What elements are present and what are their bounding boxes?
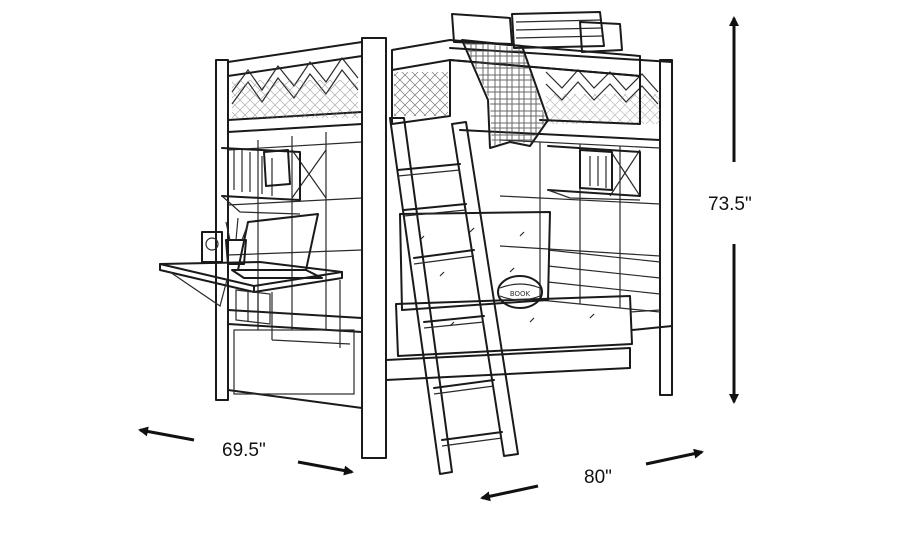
depth-arrow-right [297,460,354,476]
dimension-arrows [138,16,739,502]
left-shelf [221,147,301,215]
upper-mattress [391,11,641,149]
right-shelf [547,145,641,201]
front-right-frame [629,309,673,393]
width-arrow-right [645,448,704,466]
rear-frame [449,47,673,396]
book-label: BOOK [510,290,531,298]
depth-arrow-left [138,426,195,442]
front-left-post [227,37,387,459]
width-arrow-left [480,484,539,502]
depth-dimension-label: 69.5" [222,440,266,461]
left-headboard [215,41,363,401]
width-dimension-label: 80" [584,467,612,488]
futon [385,211,633,381]
fold-desk [159,213,351,348]
ladder [389,117,519,475]
height-dimension-label: 73.5" [708,194,752,215]
